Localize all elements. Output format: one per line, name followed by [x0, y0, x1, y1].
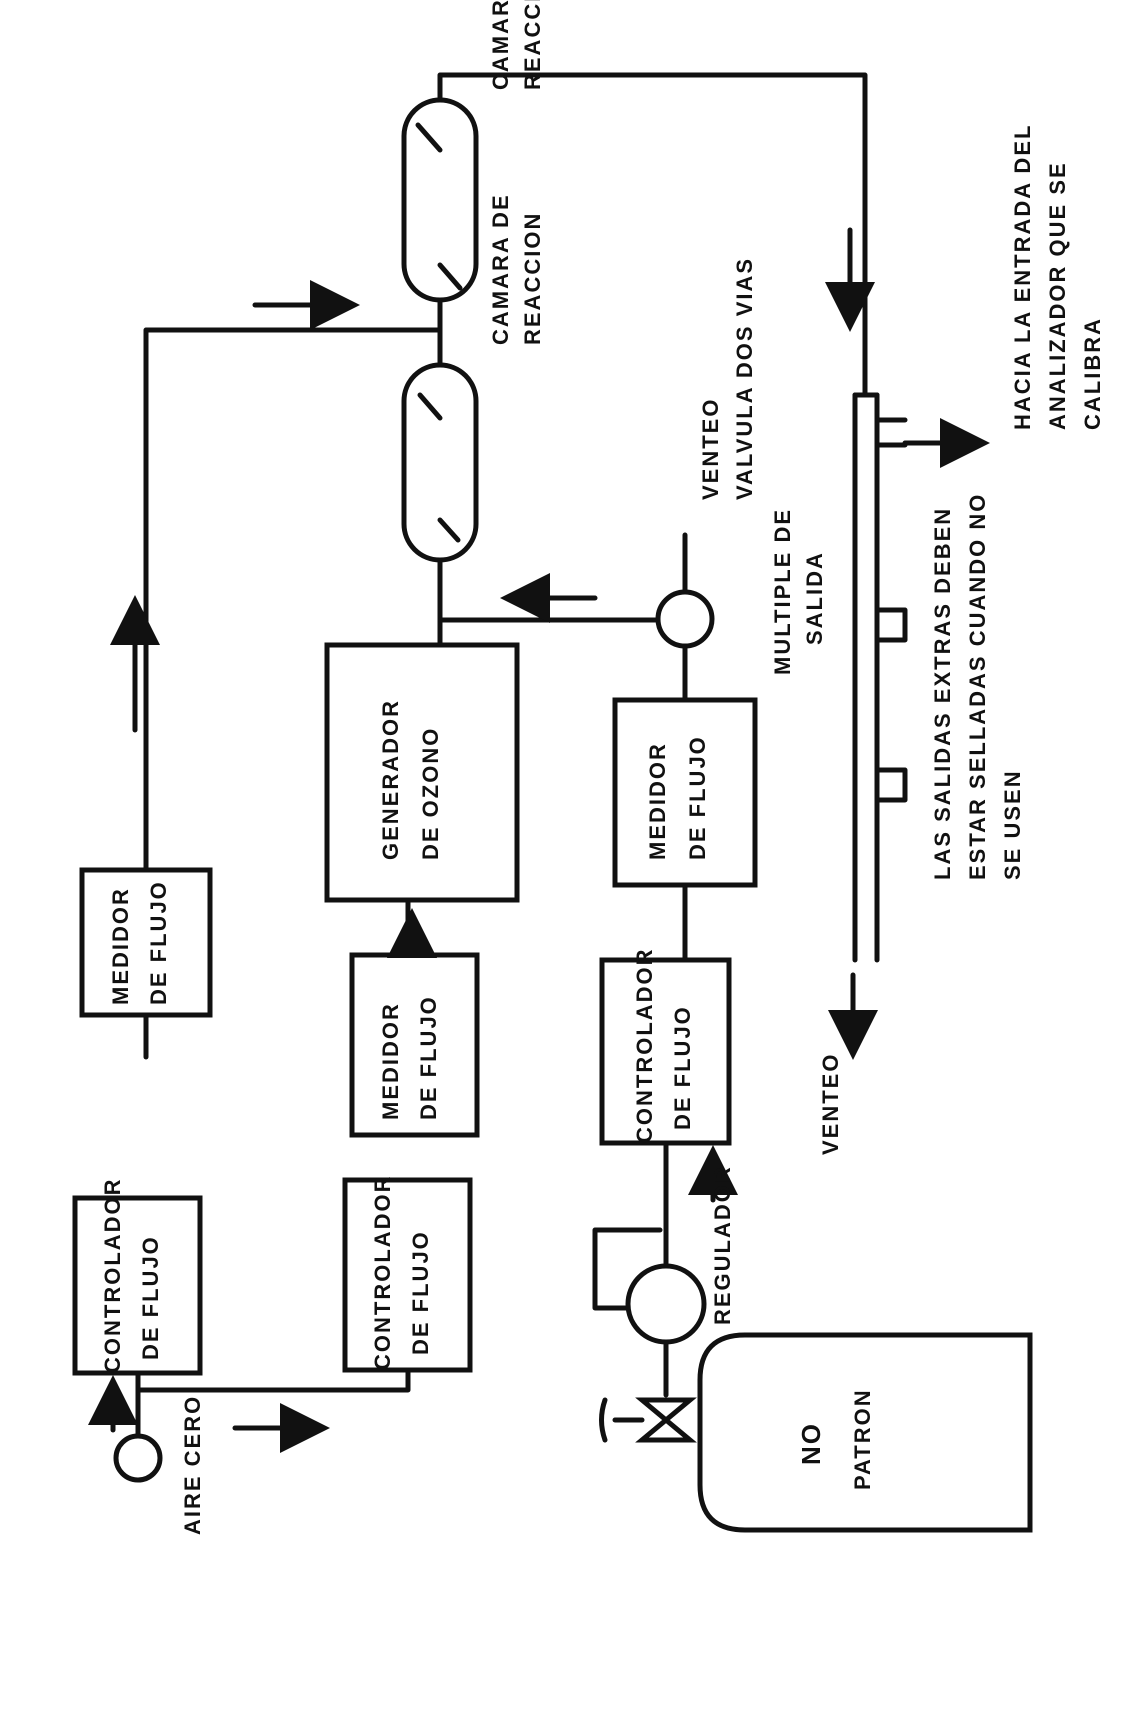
box-meter-2: MEDIDOR DE FLUJO — [349, 952, 480, 1138]
outlets-note-line1: LAS SALIDAS EXTRAS DEBEN — [930, 507, 955, 880]
ozone-generator-label-line1: GENERADOR — [378, 699, 403, 860]
meter-2-label-line2: DE FLUJO — [416, 995, 441, 1120]
chamber-1-label-line1: CAMARA DE — [488, 193, 513, 345]
box-meter-1: MEDIDOR DE FLUJO — [79, 867, 213, 1018]
analyzer-note-line3: CALIBRA — [1080, 317, 1105, 430]
flow-arrows — [88, 227, 990, 1453]
controller-3-label-line2: DE FLUJO — [670, 1005, 695, 1130]
controller-1-label-line2: DE FLUJO — [138, 1235, 163, 1360]
meter-3-label-line2: DE FLUJO — [685, 735, 710, 860]
box-controller-3: CONTROLADOR DE FLUJO — [599, 947, 732, 1146]
box-controller-1: CONTROLADOR DE FLUJO — [72, 1177, 203, 1376]
meter-1-label-line2: DE FLUJO — [146, 880, 171, 1005]
box-meter-3: MEDIDOR DE FLUJO — [612, 697, 758, 888]
meter-1-label-line1: MEDIDOR — [108, 887, 133, 1005]
chamber-2-label-line2: REACCION — [520, 0, 545, 90]
vent-valve-label: VENTEO — [698, 398, 723, 500]
cylinder-valve-icon — [599, 1397, 697, 1443]
outlets-note-line3: SE USEN — [1000, 769, 1025, 880]
output-manifold — [852, 392, 908, 963]
analyzer-note-line2: ANALIZADOR QUE SE — [1045, 161, 1070, 430]
regulator-icon — [625, 1263, 707, 1345]
manifold-label-line2: SALIDA — [802, 551, 827, 645]
regulator-label: REGULADOR — [710, 1165, 735, 1325]
air-source-label: AIRE CERO — [180, 1395, 205, 1535]
two-way-valve-label: VALVULA DOS VIAS — [732, 257, 757, 500]
cylinder-label-patron: PATRON — [850, 1388, 875, 1490]
controller-1-label-line1: CONTROLADOR — [100, 1177, 125, 1373]
controller-3-label-line1: CONTROLADOR — [632, 947, 657, 1143]
reaction-chamber-1 — [401, 362, 479, 563]
ozone-generator-label-line2: DE OZONO — [418, 727, 443, 860]
analyzer-note-line1: HACIA LA ENTRADA DEL — [1010, 124, 1035, 430]
reaction-chamber-2 — [401, 97, 479, 303]
chamber-1-label-line2: REACCION — [520, 212, 545, 345]
cylinder-label-no: NO — [796, 1422, 826, 1465]
controller-2-label-line2: DE FLUJO — [408, 1230, 433, 1355]
meter-3-label-line1: MEDIDOR — [645, 742, 670, 860]
meter-2-label-line1: MEDIDOR — [378, 1002, 403, 1120]
chamber-2-label-line1: CAMARA DE — [488, 0, 513, 90]
bottom-vent-label: VENTEO — [818, 1053, 843, 1155]
manifold-label-line1: MULTIPLE DE — [770, 508, 795, 675]
outlets-note-line2: ESTAR SELLADAS CUANDO NO — [965, 493, 990, 880]
box-ozone-generator: GENERADOR DE OZONO — [324, 642, 520, 903]
controller-2-label-line1: CONTROLADOR — [370, 1174, 395, 1370]
gas-cylinder: NO PATRON — [697, 1332, 1033, 1533]
air-source-circle — [113, 1433, 163, 1483]
two-way-valve-icon — [655, 589, 715, 649]
box-controller-2: CONTROLADOR DE FLUJO — [342, 1174, 473, 1373]
